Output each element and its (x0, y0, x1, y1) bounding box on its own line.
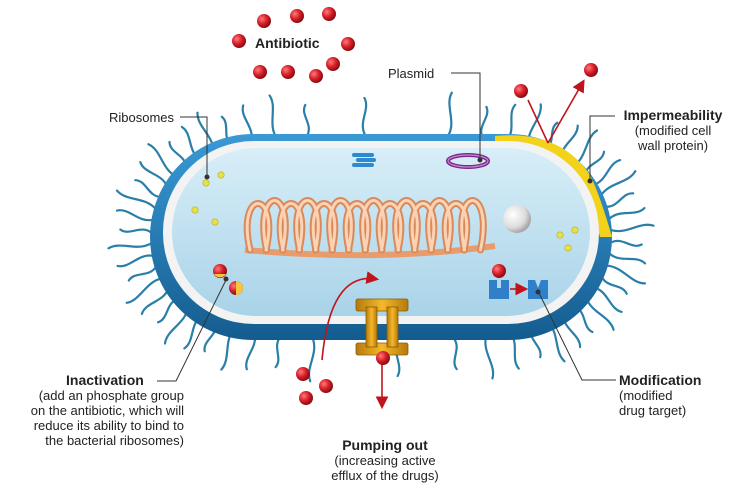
drug-target-modification (489, 264, 548, 299)
flagellum (605, 192, 635, 208)
flagellum (302, 103, 310, 136)
flagellum (484, 335, 495, 380)
inactivation-label: Inactivation (add an phosphate group on … (0, 372, 184, 449)
inactivation-line4: the bacterial ribosomes) (45, 433, 184, 448)
impermeability-title: Impermeability (623, 107, 723, 123)
antibiotic-label: Antibiotic (255, 35, 320, 51)
red-sphere-icon (492, 264, 506, 278)
pumped-antibiotics (296, 351, 390, 405)
pumping-out-line1: (increasing active (334, 453, 436, 468)
efflux-curve-arrow (321, 271, 380, 361)
flagellum (453, 338, 458, 371)
flagellum (480, 105, 489, 138)
flagellum (610, 239, 643, 247)
inactivation-title: Inactivation (66, 372, 144, 388)
modification-line2: drug target) (619, 403, 687, 418)
inactivated-antibiotics (213, 264, 243, 295)
pumping-out-line2: efflux of the drugs) (331, 468, 439, 483)
yellow-dot-icon (191, 206, 199, 214)
yellow-dot-icon (556, 231, 564, 239)
flagellum (593, 286, 623, 313)
blocked-entry-arrow (527, 99, 549, 144)
flagellum (139, 161, 169, 188)
impermeability-label: Impermeability (modified cell wall prote… (617, 107, 729, 154)
efflux-pump-icon (355, 298, 409, 356)
inactivation-line3: reduce its ability to bind to (33, 418, 184, 433)
modification-label: Modification (modified drug target) (619, 372, 702, 419)
antibiotic-molecules (232, 7, 355, 83)
inactivation-line1: (add an phosphate group (38, 388, 184, 403)
deflect-arrow (547, 79, 585, 144)
inactivation-line2: on the antibiotic, which will (30, 403, 184, 418)
flagellum (600, 275, 628, 295)
flagellum (115, 189, 157, 210)
yellow-dot-icon (571, 226, 579, 234)
flagellum (605, 264, 647, 285)
plasmid-label: Plasmid (388, 66, 435, 81)
flagellum (134, 179, 162, 199)
plasmid-ring (446, 153, 490, 169)
flagellum (268, 94, 278, 139)
flagellum (127, 266, 157, 282)
pumping-out-title: Pumping out (342, 437, 428, 453)
yellow-dot-icon (211, 218, 219, 226)
flagellum (610, 223, 655, 233)
yellow-dot-icon (217, 171, 225, 179)
flagellum (609, 253, 647, 265)
flagellum (125, 277, 163, 304)
flagellum (274, 336, 281, 369)
red-sphere-icon (514, 84, 528, 98)
flagellum (608, 207, 646, 220)
flagellum (592, 159, 622, 186)
flagellum (115, 209, 153, 222)
flagellum (119, 228, 152, 233)
leader-lines (157, 72, 616, 382)
red-sphere-icon (584, 63, 598, 77)
pumping-out-label: Pumping out (increasing active efflux of… (300, 437, 470, 484)
modification-title: Modification (619, 372, 702, 388)
flagellum (140, 288, 170, 315)
flagellum (307, 338, 316, 383)
ribosome-complex-icon (352, 153, 376, 167)
drug-target-icon (489, 280, 509, 299)
dna-loops (245, 199, 485, 252)
ribosome-dots (191, 171, 579, 252)
ribosomes-label: Ribosomes (109, 110, 175, 125)
yellow-dot-icon (202, 179, 210, 187)
flagellum (361, 96, 368, 136)
storage-granule (503, 205, 531, 233)
modification-line1: (modified (619, 388, 673, 403)
flagellum (107, 242, 152, 250)
chromosomal-dna (243, 197, 496, 259)
impermeability-line2: wall protein) (637, 138, 709, 153)
flagellum (116, 254, 154, 268)
flagellum (599, 170, 637, 197)
flagellum (447, 91, 453, 136)
impermeability-line1: (modified cell (634, 123, 712, 138)
yellow-dot-icon (564, 244, 572, 252)
